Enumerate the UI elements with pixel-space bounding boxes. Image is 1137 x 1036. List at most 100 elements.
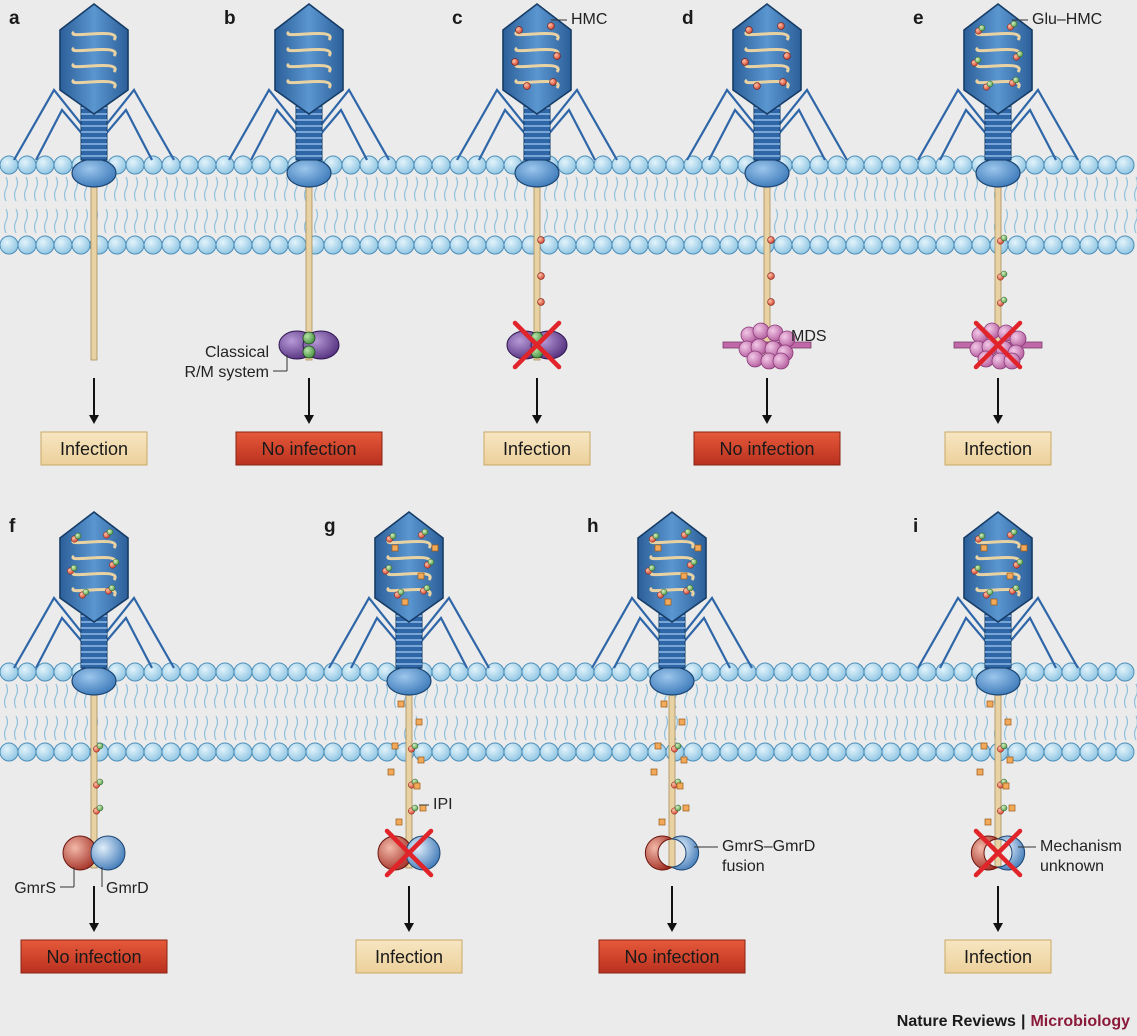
lipid-head — [845, 235, 865, 255]
ipi-square — [660, 700, 668, 708]
lipid-tail — [543, 683, 549, 709]
dna-coil — [286, 30, 332, 41]
lipid-head — [827, 742, 847, 762]
lipid-head — [557, 235, 577, 255]
lipid-head — [899, 742, 919, 762]
hmc-dot — [767, 236, 775, 244]
hmc-dot — [753, 82, 761, 90]
lipid-tail — [843, 208, 849, 234]
lipid-tail — [573, 208, 579, 234]
lipid-head — [359, 742, 379, 762]
outcome-label: No infection — [261, 439, 356, 459]
fiber — [13, 596, 87, 669]
glucose-dot — [978, 532, 986, 540]
lipid-tail — [593, 683, 599, 709]
fiber — [939, 108, 989, 161]
lipid-head — [791, 235, 811, 255]
dna-coil — [514, 62, 560, 73]
ipi-square — [1006, 756, 1014, 764]
fiber — [101, 88, 175, 161]
lipid-head — [701, 662, 721, 682]
hmc-dot — [779, 78, 787, 86]
lipid-tail — [223, 208, 229, 234]
lipid-tail — [1093, 176, 1099, 202]
lipid-head — [593, 662, 613, 682]
lipid-tail — [443, 208, 449, 234]
lipid-tail — [83, 208, 89, 234]
glucose-dot — [1010, 528, 1018, 536]
lipid-tail — [973, 208, 979, 234]
lipid-tail — [803, 715, 809, 741]
lipid-head — [179, 235, 199, 255]
lipid-head — [197, 155, 217, 175]
lipid-head — [917, 662, 937, 682]
lipid-tail — [23, 683, 29, 709]
lipid-tail — [703, 715, 709, 741]
lipid-tail — [463, 715, 469, 741]
dna-coil — [514, 30, 560, 41]
lipid-tail — [883, 176, 889, 202]
lipid-tail — [433, 176, 439, 202]
lipid-tail — [423, 208, 429, 234]
lipid-head — [467, 155, 487, 175]
ipi-square — [658, 818, 666, 826]
lipid-tail — [1033, 176, 1039, 202]
tail-fibers — [228, 88, 390, 161]
dna-coil — [71, 586, 117, 597]
infection-box — [944, 431, 1052, 466]
lipid-tail — [43, 683, 49, 709]
lipid-tail — [13, 715, 19, 741]
lipid-tail — [33, 176, 39, 202]
lipid-tail — [533, 683, 539, 709]
lipid-tail — [1073, 683, 1079, 709]
glucose-dot — [1000, 804, 1008, 812]
lipid-tail — [733, 176, 739, 202]
hmc-dot — [745, 26, 753, 34]
lipid-tail — [363, 208, 369, 234]
lipid-head — [593, 235, 613, 255]
lipid-head — [755, 662, 775, 682]
lipid-tail — [253, 208, 259, 234]
lipid-tail — [153, 715, 159, 741]
lipid-tail — [383, 683, 389, 709]
lipid-head — [719, 235, 739, 255]
outcome-label: Infection — [964, 947, 1032, 967]
lipid-tail — [483, 208, 489, 234]
lipid-head — [1097, 742, 1117, 762]
lipid-tail — [273, 208, 279, 234]
lipid-head — [1097, 155, 1117, 175]
glucose-dot — [690, 558, 698, 566]
lipid-tail — [1013, 715, 1019, 741]
lipid-tail — [523, 683, 529, 709]
journal-credit: Nature Reviews|Microbiology — [897, 1013, 1130, 1030]
lipid-head — [251, 235, 271, 255]
lipid-head — [917, 742, 937, 762]
lipid-tail — [503, 176, 509, 202]
lipid-tail — [723, 683, 729, 709]
lipid-tail — [973, 683, 979, 709]
lipid-tail — [403, 208, 409, 234]
lipid-tail — [373, 715, 379, 741]
ipi-square — [397, 700, 405, 708]
glucose-dot — [1012, 76, 1020, 84]
packed-dna — [514, 30, 560, 89]
ipi-square — [664, 598, 672, 606]
lipid-tail — [283, 683, 289, 709]
outcome-label: No infection — [624, 947, 719, 967]
outcome-label: Infection — [375, 947, 443, 967]
lipid-tail — [483, 176, 489, 202]
lipid-tail — [743, 715, 749, 741]
blocked-cross — [973, 320, 1023, 370]
lipid-head — [1061, 235, 1081, 255]
lipid-tail — [763, 715, 769, 741]
annotation-text: Classical — [205, 344, 269, 361]
lipid-tail — [813, 715, 819, 741]
lipid-tail — [1003, 208, 1009, 234]
lipid-head — [1025, 235, 1045, 255]
glucose-dot — [106, 528, 114, 536]
lipid-head — [197, 235, 217, 255]
phage-head — [374, 510, 444, 623]
lipid-tail — [683, 176, 689, 202]
lipid-tail — [443, 715, 449, 741]
